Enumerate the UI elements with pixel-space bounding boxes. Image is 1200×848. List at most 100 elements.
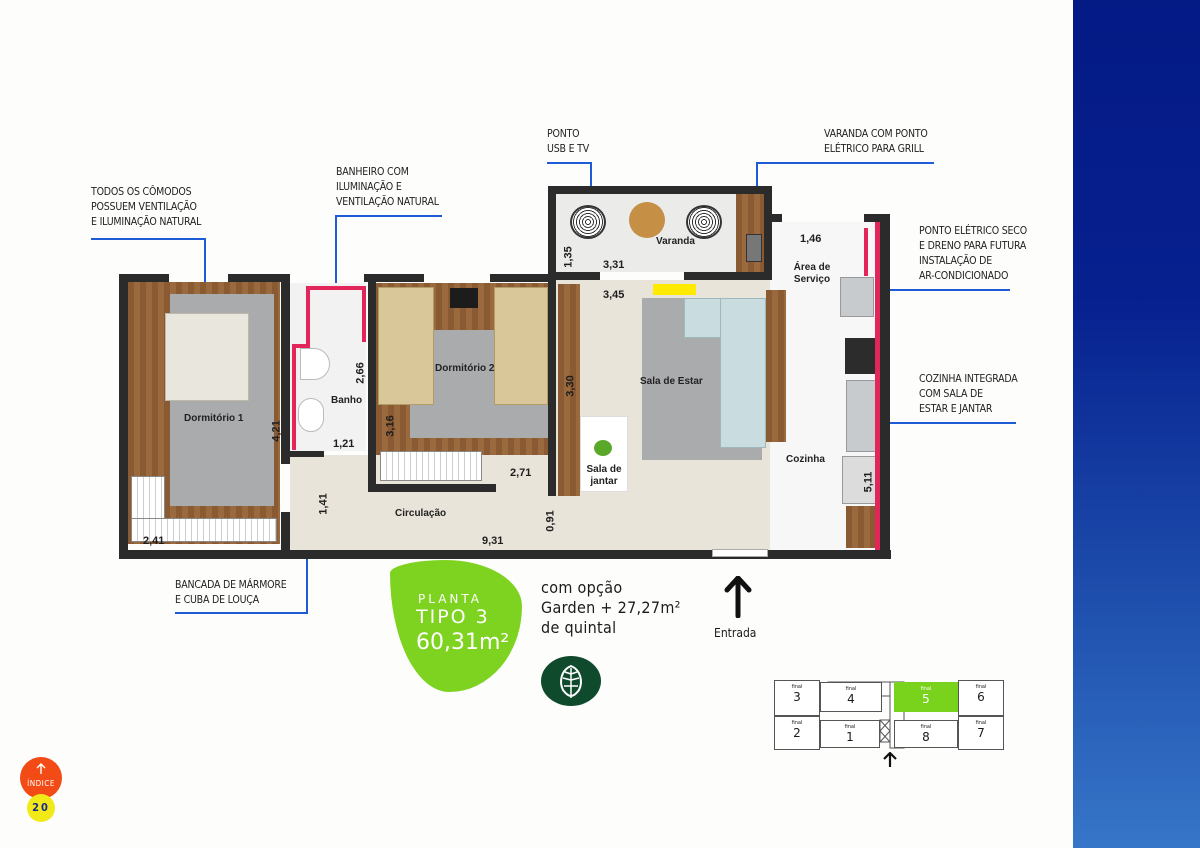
wet-wall xyxy=(292,344,310,348)
dim-dorm1-length: 4,21 xyxy=(270,420,283,442)
dorm1-bed xyxy=(165,313,249,401)
balcony-chair-left xyxy=(570,205,606,239)
sala-tv-panel xyxy=(558,284,580,496)
leader-line xyxy=(175,612,308,614)
wet-wall xyxy=(306,286,310,346)
wall xyxy=(880,214,890,558)
leader-line xyxy=(91,238,206,240)
room-label-banho: Banho xyxy=(331,395,363,406)
fridge xyxy=(842,456,876,504)
wet-wall xyxy=(875,222,880,550)
dim-circ-length: 9,31 xyxy=(482,535,504,547)
wall xyxy=(548,272,600,280)
leader-line xyxy=(336,215,442,217)
wall xyxy=(864,214,890,222)
callout-bathroom: BANHEIRO COM ILUMINAÇÃO E VENTILAÇÃO NAT… xyxy=(336,166,439,208)
wall xyxy=(364,274,424,282)
garden-option: com opção Garden + 27,27m² de quintal xyxy=(541,578,681,637)
wall xyxy=(764,186,772,280)
entry-label: Entrada xyxy=(714,626,757,640)
wall xyxy=(490,274,556,282)
sala-sofa xyxy=(720,298,766,448)
index-button[interactable]: ÍNDICE xyxy=(20,757,62,799)
wet-wall xyxy=(306,286,364,290)
washer xyxy=(840,277,874,317)
wall xyxy=(548,186,556,496)
leader-line xyxy=(204,238,206,312)
wall xyxy=(368,484,496,492)
ac-marker xyxy=(653,284,696,295)
garden-leaf-icon xyxy=(541,656,601,706)
dorm1-wardrobe xyxy=(131,518,277,542)
room-label-sala-estar: Sala de Estar xyxy=(640,376,703,387)
dorm1-wardrobe-side xyxy=(131,476,165,524)
callout-air-conditioning: PONTO ELÉTRICO SECO E DRENO PARA FUTURA … xyxy=(919,225,1027,282)
leader-line xyxy=(756,162,934,164)
dim-circ-depth: 0,91 xyxy=(544,510,557,532)
dim-cozinha-length: 5,11 xyxy=(862,471,875,493)
stove xyxy=(845,338,875,374)
room-label-varanda: Varanda xyxy=(656,236,695,247)
dim-circ-width: 1,41 xyxy=(317,493,330,515)
balcony-table xyxy=(629,202,665,238)
plan-title-line2: TIPO 3 xyxy=(416,606,490,628)
wet-wall xyxy=(362,286,366,342)
kitchen-sink xyxy=(846,380,876,452)
leader-line xyxy=(335,215,337,321)
dim-sala-width: 3,45 xyxy=(603,289,625,301)
arrow-up-icon xyxy=(36,763,46,774)
dining-plant xyxy=(594,440,612,456)
washbasin xyxy=(298,398,324,432)
index-label: ÍNDICE xyxy=(27,779,55,788)
dorm2-bed-left xyxy=(378,287,434,405)
keyplan-entry-arrow-icon xyxy=(883,751,897,772)
sala-sofa-back xyxy=(684,298,726,338)
dim-dorm2-width: 2,71 xyxy=(510,467,532,479)
wet-wall xyxy=(864,228,868,276)
entry-arrow-icon xyxy=(724,575,752,622)
toilet xyxy=(300,348,330,380)
wall xyxy=(288,451,324,457)
room-label-dormitorio2: Dormitório 2 xyxy=(435,363,495,374)
wall xyxy=(684,272,772,280)
sala-sideboard xyxy=(766,290,786,442)
leader-line xyxy=(547,162,592,164)
dim-varanda-depth: 1,35 xyxy=(562,246,575,268)
entry-door[interactable] xyxy=(712,549,768,557)
callout-usb-tv: PONTO USB E TV xyxy=(547,128,589,155)
wall xyxy=(368,274,376,492)
dorm2-tv xyxy=(450,288,478,308)
callout-kitchen: COZINHA INTEGRADA COM SALA DE ESTAR E JA… xyxy=(919,373,1018,415)
plan-area: 60,31m² xyxy=(416,630,510,655)
dorm2-wardrobe xyxy=(380,451,482,481)
dim-sala-length: 3,30 xyxy=(564,375,577,397)
wall xyxy=(119,274,169,282)
grill xyxy=(746,234,762,262)
dim-servico-width: 1,46 xyxy=(800,233,822,245)
room-label-dormitorio1: Dormitório 1 xyxy=(184,413,244,424)
dim-dorm2-length: 3,16 xyxy=(384,415,397,437)
room-label-cozinha: Cozinha xyxy=(786,454,825,465)
dim-varanda-width: 3,31 xyxy=(603,259,625,271)
dim-banho-width: 1,21 xyxy=(333,438,355,450)
callout-balcony-grill: VARANDA COM PONTO ELÉTRICO PARA GRILL xyxy=(824,128,928,155)
dim-banho-length: 2,66 xyxy=(354,362,367,384)
page-number: 20 xyxy=(27,794,55,822)
wall xyxy=(119,274,128,558)
balcony-chair-right xyxy=(686,205,722,239)
plan-title-line1: PLANTA xyxy=(418,592,482,606)
room-label-circulacao: Circulação xyxy=(395,508,447,519)
wall xyxy=(772,214,782,222)
wall xyxy=(228,274,286,282)
wall xyxy=(281,274,290,464)
